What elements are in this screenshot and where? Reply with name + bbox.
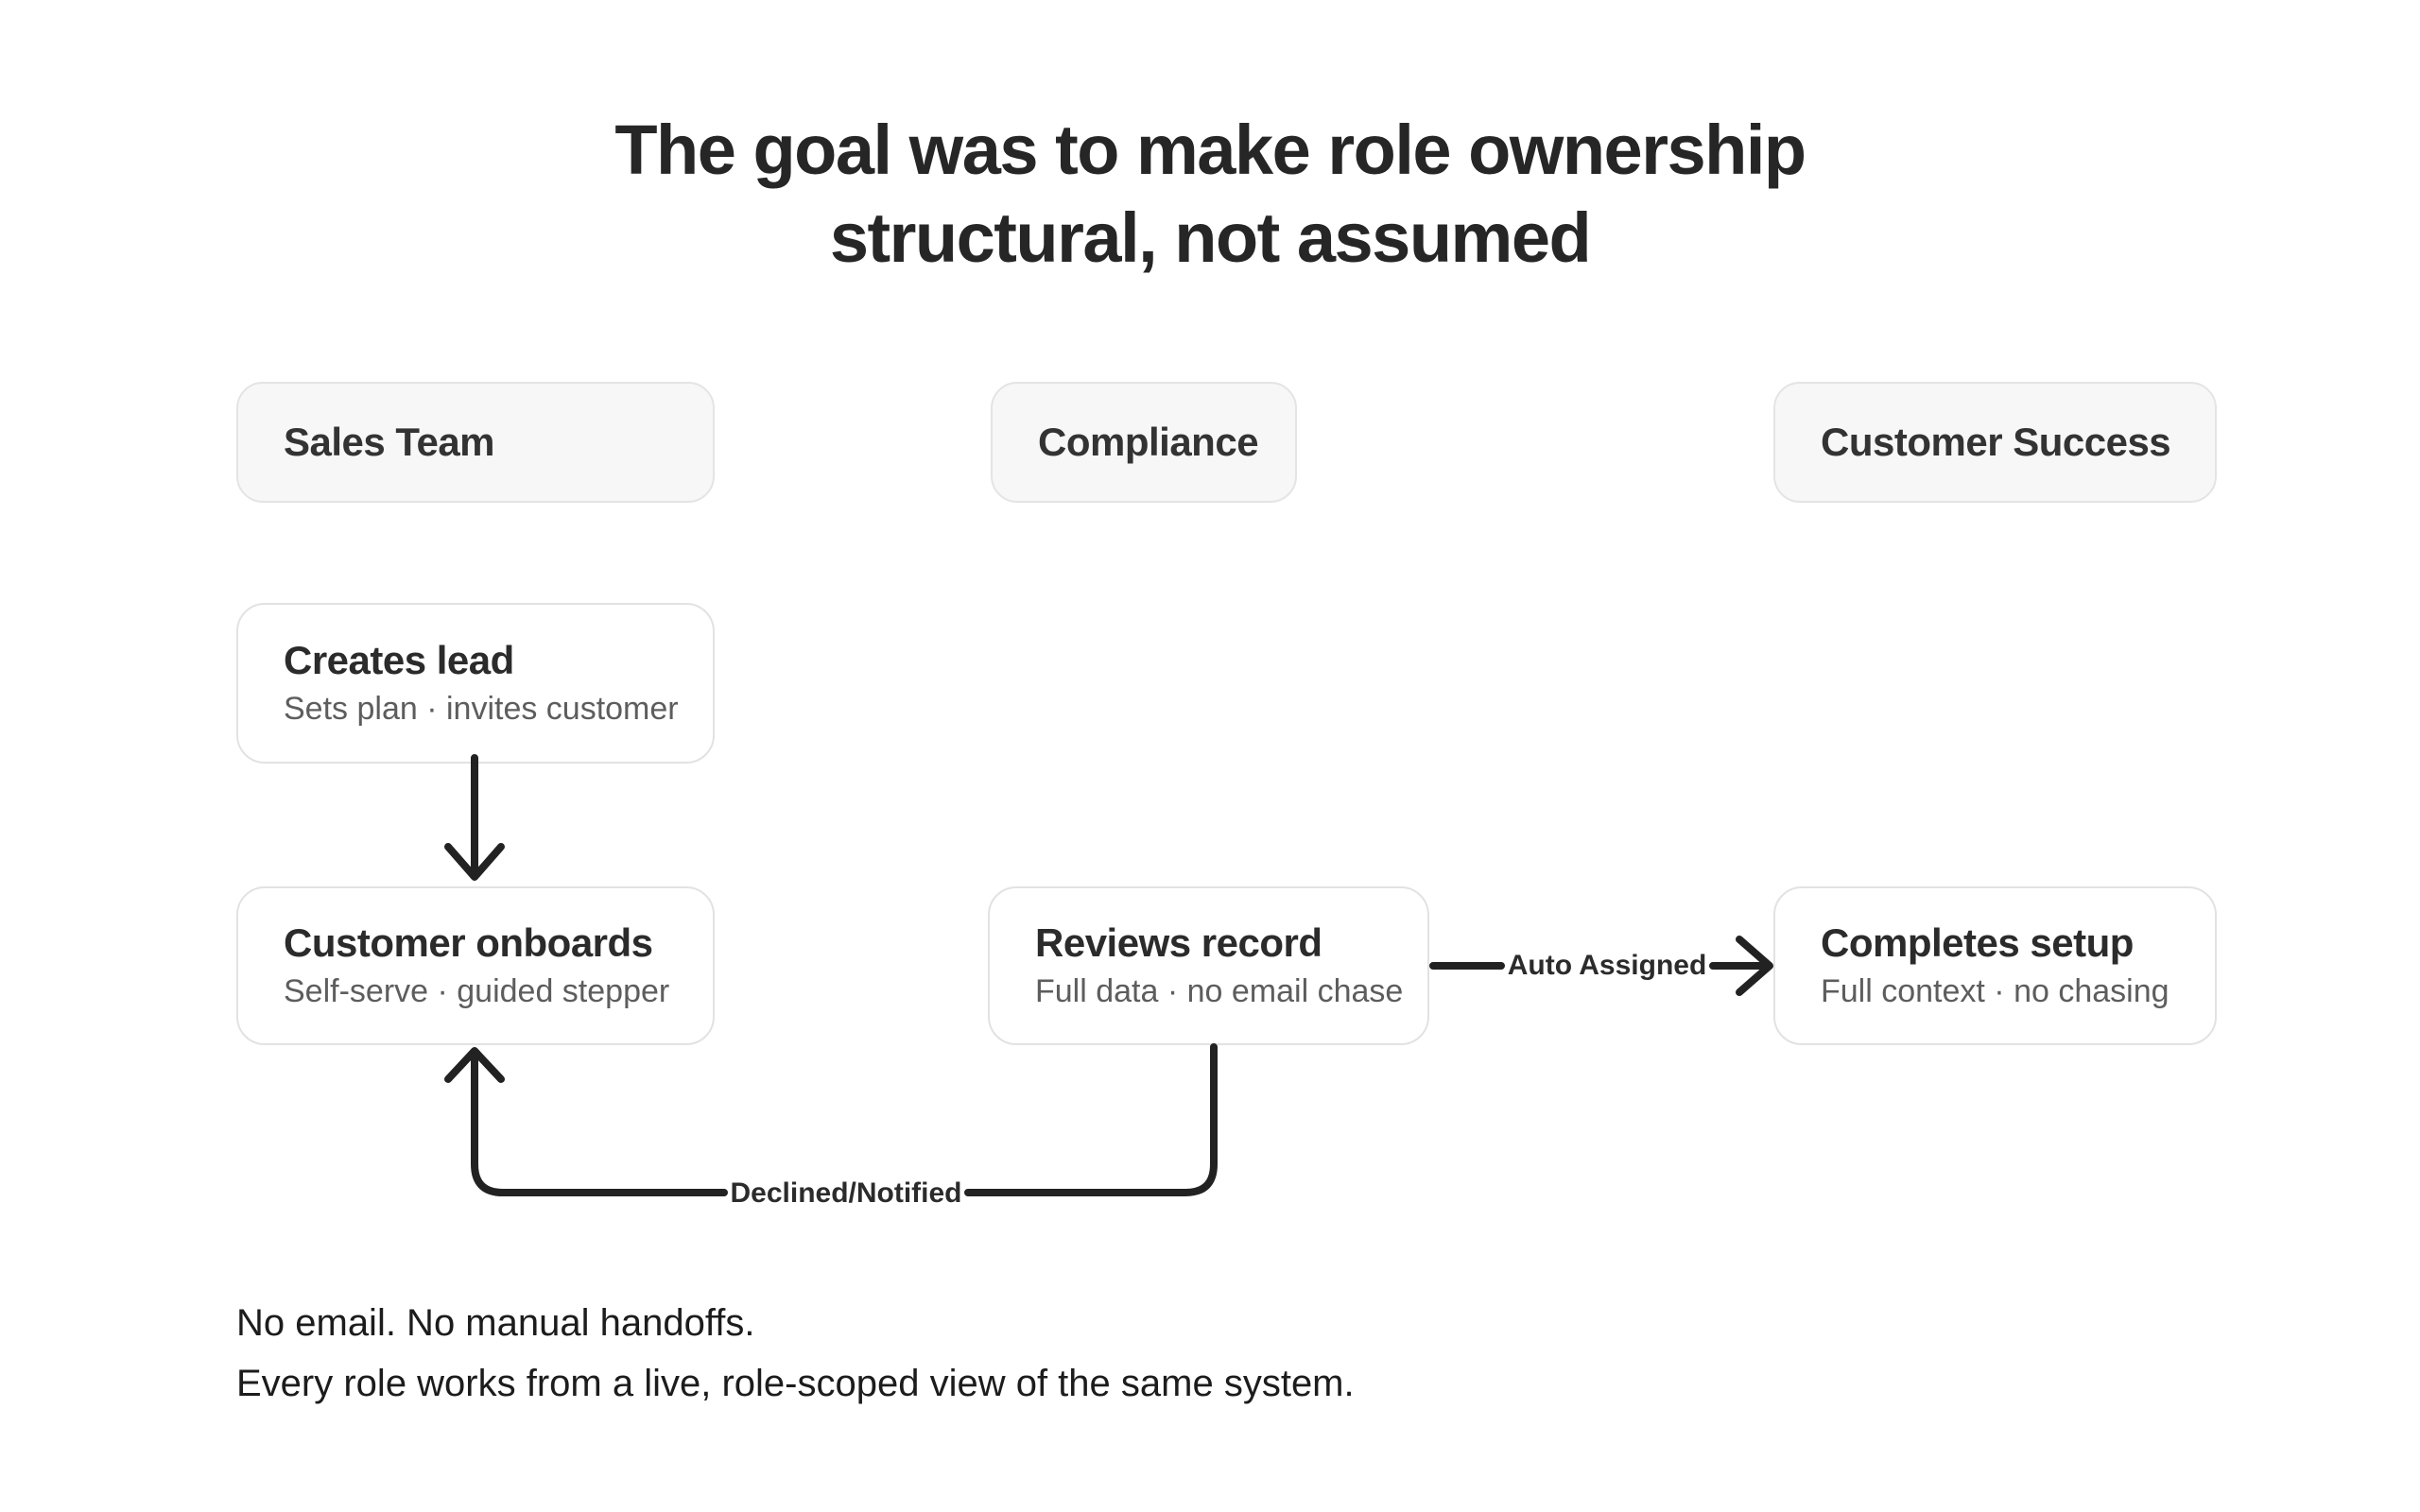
node-completes-setup: Completes setup Full context · no chasin… bbox=[1773, 886, 2217, 1045]
node-reviews-record-title: Reviews record bbox=[1035, 919, 1322, 965]
page-title-line-1: The goal was to make role ownership bbox=[614, 111, 1806, 189]
node-creates-lead: Creates lead Sets plan · invites custome… bbox=[236, 603, 715, 764]
node-completes-setup-subtitle: Full context · no chasing bbox=[1821, 972, 2169, 1009]
lane-header-sales-team: Sales Team bbox=[236, 382, 715, 503]
footer-note-line-2: Every role works from a live, role-scope… bbox=[236, 1363, 1355, 1404]
arrow-down-creates-to-onboards-icon bbox=[444, 754, 505, 881]
lane-header-customer-success: Customer Success bbox=[1773, 382, 2217, 503]
node-reviews-record: Reviews record Full data · no email chas… bbox=[988, 886, 1429, 1045]
footer-note: No email. No manual handoffs. Every role… bbox=[236, 1293, 1355, 1414]
node-customer-onboards-subtitle: Self-serve · guided stepper bbox=[284, 972, 670, 1009]
page-title-line-2: structural, not assumed bbox=[829, 198, 1592, 277]
lane-header-customer-success-label: Customer Success bbox=[1821, 420, 2171, 464]
lane-header-compliance: Compliance bbox=[991, 382, 1297, 503]
page-title: The goal was to make role ownership stru… bbox=[0, 106, 2420, 282]
edge-label-declined-notified: Declined/Notified bbox=[730, 1177, 962, 1209]
node-reviews-record-subtitle: Full data · no email chase bbox=[1035, 972, 1404, 1009]
node-customer-onboards-title: Customer onboards bbox=[284, 919, 653, 965]
node-completes-setup-title: Completes setup bbox=[1821, 919, 2134, 965]
lane-header-sales-team-label: Sales Team bbox=[284, 420, 495, 464]
node-creates-lead-subtitle: Sets plan · invites customer bbox=[284, 690, 679, 727]
lane-header-compliance-label: Compliance bbox=[1038, 420, 1259, 464]
edge-label-auto-assigned: Auto Assigned bbox=[1507, 950, 1707, 981]
footer-note-line-1: No email. No manual handoffs. bbox=[236, 1302, 755, 1344]
node-creates-lead-title: Creates lead bbox=[284, 637, 514, 682]
node-customer-onboards: Customer onboards Self-serve · guided st… bbox=[236, 886, 715, 1045]
arrow-return-declined-notified-icon bbox=[444, 1043, 1218, 1196]
